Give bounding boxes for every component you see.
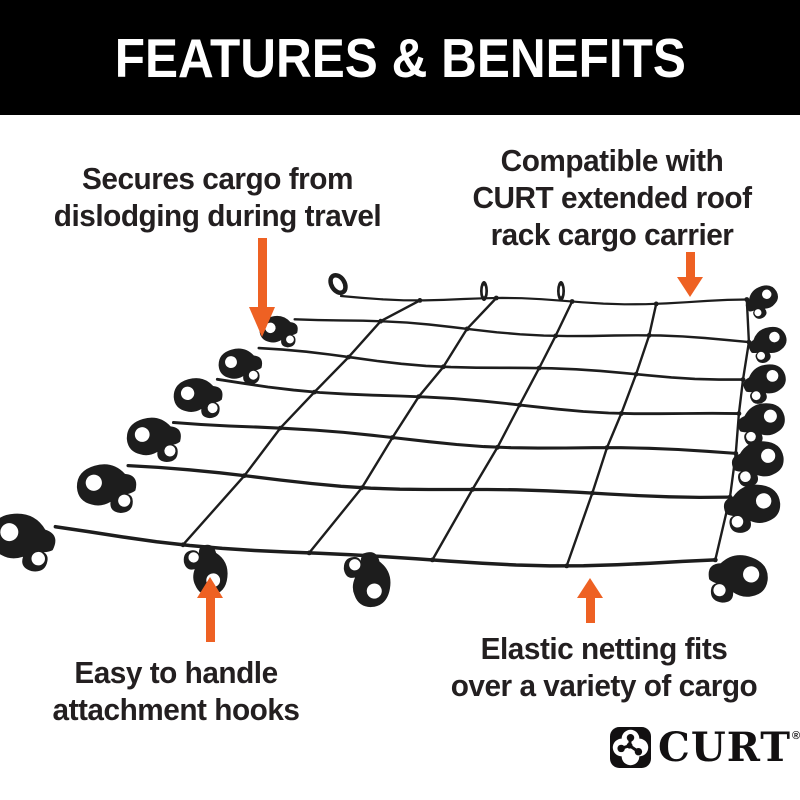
callout-line: Compatible with xyxy=(500,143,724,178)
arrow-shaft xyxy=(585,598,595,623)
down-arrow-icon xyxy=(677,252,703,297)
callout-line: dislodging during travel xyxy=(53,198,382,233)
attachment-hook xyxy=(723,484,781,533)
arrow-shaft xyxy=(205,598,215,642)
arrow-shaft xyxy=(257,238,267,307)
callout-line: over a variety of cargo xyxy=(450,668,758,703)
up-arrow-icon xyxy=(197,577,223,642)
callout-secure-cargo: Secures cargo from dislodging during tra… xyxy=(33,160,403,234)
attachment-hook xyxy=(748,326,787,364)
attachment-hook xyxy=(173,378,223,419)
callout-line: CURT extended roof xyxy=(472,180,752,215)
net-corner-loop xyxy=(328,272,348,296)
net-strap-loop xyxy=(557,281,565,301)
arrow-head xyxy=(577,578,603,598)
attachment-hook xyxy=(743,364,786,404)
callout-attachment-hooks: Easy to handle attachment hooks xyxy=(27,654,325,728)
arrow-head xyxy=(677,277,703,297)
curt-clover-icon xyxy=(610,726,651,768)
net-strap-loop xyxy=(480,281,488,301)
arrow-shaft xyxy=(685,252,695,277)
arrow-head xyxy=(197,577,223,598)
attachment-hook xyxy=(126,417,181,463)
arrow-head xyxy=(249,307,275,337)
callout-line: Elastic netting fits xyxy=(480,631,728,666)
header-banner: FEATURES & BENEFITS xyxy=(0,0,800,115)
attachment-hook xyxy=(745,285,778,319)
curt-wordmark: CURT xyxy=(658,723,792,771)
callout-line: attachment hooks xyxy=(52,692,300,727)
callout-line: Easy to handle xyxy=(74,655,278,690)
attachment-hook xyxy=(76,464,137,513)
callout-line: rack cargo carrier xyxy=(490,217,734,252)
attachment-hook xyxy=(737,403,785,446)
up-arrow-icon xyxy=(577,578,603,623)
attachment-hook xyxy=(731,441,784,487)
attachment-hook xyxy=(0,513,56,572)
callout-elastic-netting: Elastic netting fits over a variety of c… xyxy=(436,630,772,704)
registered-trademark-icon: ® xyxy=(792,730,800,742)
attachment-hook xyxy=(218,348,263,385)
attachment-hook xyxy=(343,552,391,608)
callout-line: Secures cargo from xyxy=(82,161,353,196)
curt-logo: CURT ® xyxy=(610,724,800,770)
callout-compatible-carrier: Compatible with CURT extended roof rack … xyxy=(444,142,780,253)
attachment-hook xyxy=(708,555,768,603)
header-title: FEATURES & BENEFITS xyxy=(114,26,686,89)
down-arrow-icon xyxy=(249,238,275,337)
